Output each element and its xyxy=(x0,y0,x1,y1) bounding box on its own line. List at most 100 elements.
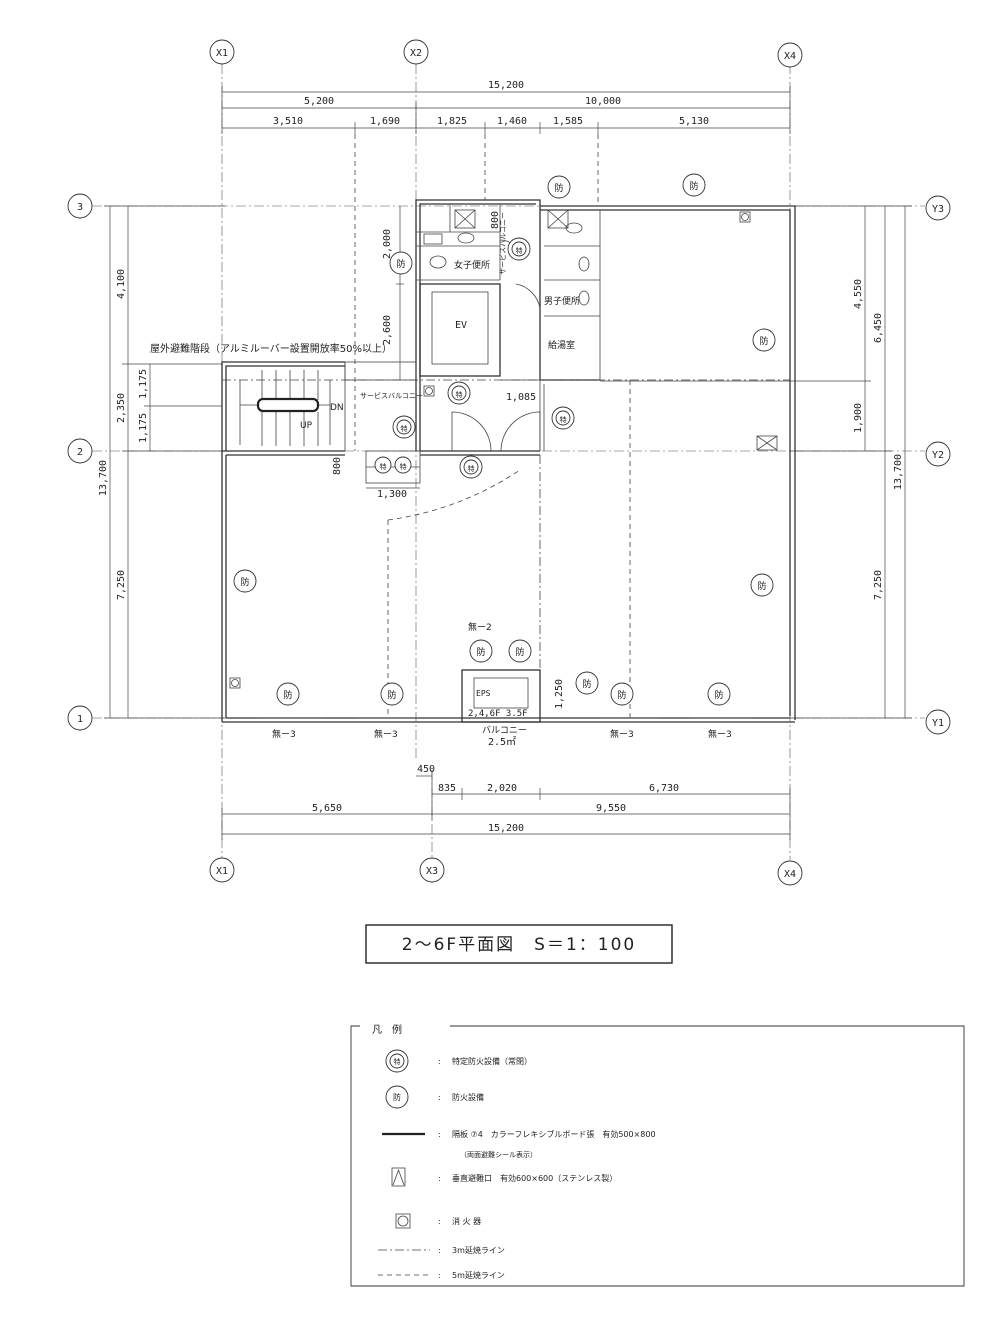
fire-door-symbol: 防 xyxy=(752,328,776,352)
fire-door-symbol: 防 xyxy=(750,573,774,597)
svg-text:15,200: 15,200 xyxy=(488,80,524,91)
legend-item-extinguisher: : 消 火 器 xyxy=(395,1213,481,1229)
svg-text:3,510: 3,510 xyxy=(273,116,303,127)
svg-text:6,450: 6,450 xyxy=(873,313,884,343)
axis-bubble-right-y3: Y3 xyxy=(925,195,951,221)
special-door-symbol: 特 xyxy=(551,406,575,430)
svg-text:1,250: 1,250 xyxy=(554,679,565,709)
legend-item-3m-line: : 3m延焼ライン xyxy=(378,1245,505,1255)
fire-door-symbol: 防 xyxy=(508,639,532,663)
legend-item-5m-line: : 5m延焼ライン xyxy=(378,1270,505,1280)
svg-text:1,460: 1,460 xyxy=(497,116,527,127)
axis-bubble-bottom-x1: X1 xyxy=(209,857,235,883)
special-door-symbol: 特 xyxy=(392,415,416,439)
fire-door-symbol: 防 xyxy=(707,682,731,706)
svg-text:無ー3: 無ー3 xyxy=(708,728,732,740)
svg-text:1,175: 1,175 xyxy=(138,413,149,443)
svg-text:X1: X1 xyxy=(216,48,228,59)
svg-text:無ー3: 無ー3 xyxy=(374,728,398,740)
svg-text:5,130: 5,130 xyxy=(679,116,709,127)
svg-text:特: 特 xyxy=(516,246,523,255)
svg-text:1,175: 1,175 xyxy=(138,369,149,399)
svg-text:2: 2 xyxy=(77,447,83,458)
svg-text:DN: DN xyxy=(330,403,344,413)
svg-text::: : xyxy=(438,1174,441,1183)
svg-text:特定防火設備（常閉）: 特定防火設備（常閉） xyxy=(452,1056,532,1066)
svg-text:800: 800 xyxy=(490,211,501,229)
svg-text:防: 防 xyxy=(283,689,292,701)
left-dimensions: 13,700 4,100 2,350 7,250 1,175 1,175 xyxy=(98,205,225,719)
pantry-label: 給湯室 xyxy=(548,339,575,351)
svg-text::: : xyxy=(438,1093,441,1102)
axis-bubble-top-x1: X1 xyxy=(209,39,235,65)
svg-text:1,585: 1,585 xyxy=(553,116,583,127)
axis-bubble-right-y1: Y1 xyxy=(925,709,951,735)
legend-item-special-door: 特 : 特定防火設備（常閉） xyxy=(385,1049,532,1073)
svg-text:15,200: 15,200 xyxy=(488,823,524,834)
fire-door-symbol: 防 xyxy=(276,682,300,706)
svg-text:1,825: 1,825 xyxy=(437,116,467,127)
svg-text:特: 特 xyxy=(380,462,387,471)
legend-item-hatch: : 垂直避難口 有効600×600（ステンレス製） xyxy=(391,1167,617,1187)
svg-text:9,550: 9,550 xyxy=(596,803,626,814)
svg-text:防: 防 xyxy=(240,576,249,588)
svg-text:防: 防 xyxy=(714,689,723,701)
svg-text:1,690: 1,690 xyxy=(370,116,400,127)
special-door-symbol: 特 xyxy=(459,455,483,479)
svg-text:Y1: Y1 xyxy=(932,718,944,729)
svg-text:7,250: 7,250 xyxy=(873,570,884,600)
svg-text:（両面避難シール表示）: （両面避難シール表示） xyxy=(460,1150,537,1159)
svg-text:無ー3: 無ー3 xyxy=(610,728,634,740)
svg-text:防: 防 xyxy=(393,1092,401,1102)
ev-label: EV xyxy=(455,320,467,331)
women-wc-label: 女子便所 xyxy=(454,259,490,271)
fixtures xyxy=(229,209,778,689)
shaft-mark: EPS xyxy=(476,689,491,698)
svg-text:特: 特 xyxy=(394,1057,401,1066)
svg-text:防: 防 xyxy=(387,689,396,701)
room-labels: 女子便所 男子便所 給湯室 EV 屋外避難階段（アルミルーバー設置開放率50%以… xyxy=(150,212,580,748)
legend-heading: 凡 例 xyxy=(372,1023,402,1036)
svg-text:5m延焼ライン: 5m延焼ライン xyxy=(452,1270,505,1280)
legend-item-partition: : 隔板 ⑦4 カラーフレキシブルボード張 有効500×800 （両面避難シール… xyxy=(382,1129,656,1159)
svg-text::: : xyxy=(438,1217,441,1226)
fire-door-symbol: 防 xyxy=(575,671,599,695)
svg-text:2〜6F平面図 S＝1：100: 2〜6F平面図 S＝1：100 xyxy=(402,935,636,955)
axis-bubble-left-3: 3 xyxy=(67,193,93,219)
service-balcony-label-1: サービスバルコニー xyxy=(360,391,423,400)
svg-text:防: 防 xyxy=(617,689,626,701)
svg-text:X3: X3 xyxy=(426,866,438,877)
svg-text::: : xyxy=(438,1246,441,1255)
svg-text::: : xyxy=(438,1271,441,1280)
svg-text:防: 防 xyxy=(689,180,698,192)
fire-door-symbol: 防 xyxy=(469,639,493,663)
svg-text:Y2: Y2 xyxy=(932,450,944,461)
svg-text:消 火 器: 消 火 器 xyxy=(452,1216,481,1226)
svg-text:2,350: 2,350 xyxy=(116,393,127,423)
svg-text:6,730: 6,730 xyxy=(649,783,679,794)
bottom-dimensions: 450 835 2,020 6,730 5,650 9,550 15,200 xyxy=(221,764,791,840)
svg-text:防: 防 xyxy=(554,182,563,194)
fire-door-symbol: 防 xyxy=(380,682,404,706)
svg-text:特: 特 xyxy=(401,424,408,433)
svg-text:3: 3 xyxy=(77,202,83,213)
svg-text:防: 防 xyxy=(476,646,485,658)
svg-text:特: 特 xyxy=(468,464,475,473)
svg-text:防: 防 xyxy=(757,580,766,592)
legend: 凡 例 特 : 特定防火設備（常閉） 防 : 防火設備 : 隔板 ⑦4 カラーフ… xyxy=(350,1023,965,1287)
svg-text:4,550: 4,550 xyxy=(853,279,864,309)
right-dimensions: 4,550 1,900 6,450 7,250 13,700 xyxy=(600,205,912,719)
fire-door-symbol: 防 xyxy=(233,569,257,593)
svg-text:隔板 ⑦4 カラーフレキシブルボード張 有効500×800: 隔板 ⑦4 カラーフレキシブルボード張 有効500×800 xyxy=(452,1129,656,1139)
fire-door-symbol: 防 xyxy=(389,251,413,275)
balcony-area: 2.5㎡ xyxy=(488,736,516,748)
legend-item-fire-door: 防 : 防火設備 xyxy=(385,1085,484,1109)
svg-text:13,700: 13,700 xyxy=(98,460,109,496)
svg-text:1,900: 1,900 xyxy=(853,403,864,433)
svg-text:2,600: 2,600 xyxy=(382,315,393,345)
svg-text:防火設備: 防火設備 xyxy=(452,1092,484,1102)
svg-text:防: 防 xyxy=(515,646,524,658)
axis-bubble-left-2: 2 xyxy=(67,438,93,464)
svg-text:無ー2: 無ー2 xyxy=(468,621,492,633)
